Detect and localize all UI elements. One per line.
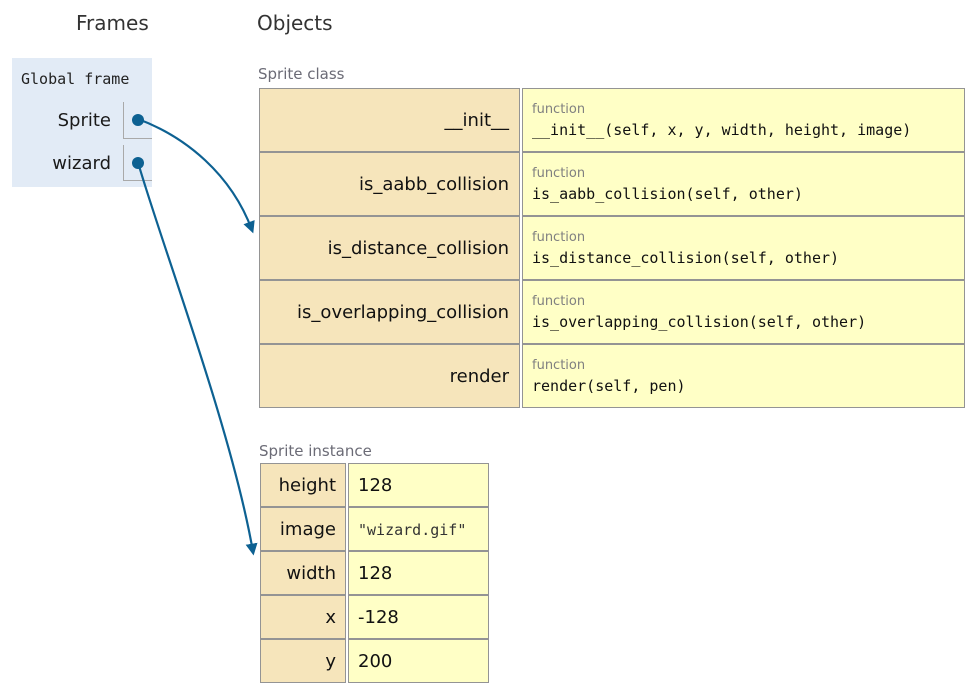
global-frame: Global frame Sprite wizard <box>12 58 152 187</box>
objects-header: Objects <box>257 11 333 35</box>
attribute-name: image <box>260 507 346 551</box>
attribute-name: is_distance_collision <box>259 216 520 280</box>
number-value: 128 <box>358 562 393 584</box>
instance-attribute-row: height 128 <box>260 463 489 507</box>
class-attribute-row: is_distance_collision function is_distance… <box>259 216 965 280</box>
number-value: 200 <box>358 650 393 672</box>
attribute-name: width <box>260 551 346 595</box>
attribute-value-cell: function is_distance_collision(self, othe… <box>522 216 965 280</box>
variable-name: Sprite <box>57 110 111 131</box>
attribute-value-cell: function __init__(self, x, y, width, heig… <box>522 88 965 152</box>
type-label: function <box>532 165 586 181</box>
attribute-name: y <box>260 639 346 683</box>
function-signature: is_distance_collision(self, other) <box>532 248 840 267</box>
function-signature: is_overlapping_collision(self, other) <box>532 312 867 331</box>
attribute-value-cell: 128 <box>348 551 489 595</box>
instance-attribute-row: image "wizard.gif" <box>260 507 489 551</box>
frame-variable-row: wizard <box>12 145 152 181</box>
frames-header: Frames <box>76 11 149 35</box>
attribute-name: __init__ <box>259 88 520 152</box>
attribute-name: is_aabb_collision <box>259 152 520 216</box>
function-signature: render(self, pen) <box>532 376 686 395</box>
attribute-value-cell: function is_overlapping_collision(self, o… <box>522 280 965 344</box>
frame-variable-row: Sprite <box>12 102 152 139</box>
instance-attribute-row: width 128 <box>260 551 489 595</box>
function-signature: __init__(self, x, y, width, height, imag… <box>532 120 912 139</box>
type-label: function <box>532 229 586 245</box>
number-value: -128 <box>358 606 399 628</box>
sprite-instance-label: Sprite instance <box>259 442 372 460</box>
attribute-value-cell: -128 <box>348 595 489 639</box>
pointer-arrow-sprite-to-class <box>137 117 255 234</box>
type-label: function <box>532 293 586 309</box>
string-value: "wizard.gif" <box>358 520 467 539</box>
pointer-dot <box>132 156 144 169</box>
attribute-value-cell: 200 <box>348 639 489 683</box>
frame-title: Global frame <box>21 70 130 88</box>
class-attribute-row: is_overlapping_collision function is_overl… <box>259 280 965 344</box>
variable-value-cell <box>123 145 152 181</box>
type-label: function <box>532 357 586 373</box>
instance-attribute-row: y 200 <box>260 639 489 683</box>
class-attribute-row: render function render(self, pen) <box>259 344 965 408</box>
sprite-instance-table: height 128 image "wizard.gif" width 128 x -128 y… <box>258 463 491 683</box>
class-attribute-row: __init__ function __init__(self, x, y, wid… <box>259 88 965 152</box>
variable-name: wizard <box>52 152 111 174</box>
attribute-name: height <box>260 463 346 507</box>
sprite-class-label: Sprite class <box>258 65 345 83</box>
instance-attribute-row: x -128 <box>260 595 489 639</box>
attribute-name: is_overlapping_collision <box>259 280 520 344</box>
attribute-value-cell: function is_aabb_collision(self, other) <box>522 152 965 216</box>
attribute-value-cell: "wizard.gif" <box>348 507 489 551</box>
pointer-dot <box>132 114 144 126</box>
type-label: function <box>532 101 586 117</box>
pointer-arrow-wizard-to-instance <box>135 158 258 556</box>
class-attribute-row: is_aabb_collision function is_aabb_collisi… <box>259 152 965 216</box>
attribute-value-cell: function render(self, pen) <box>522 344 965 408</box>
number-value: 128 <box>358 474 393 496</box>
sprite-class-table: __init__ function __init__(self, x, y, wid… <box>257 88 967 408</box>
variable-value-cell <box>123 102 152 139</box>
attribute-name: render <box>259 344 520 408</box>
function-signature: is_aabb_collision(self, other) <box>532 184 803 203</box>
attribute-value-cell: 128 <box>348 463 489 507</box>
attribute-name: x <box>260 595 346 639</box>
